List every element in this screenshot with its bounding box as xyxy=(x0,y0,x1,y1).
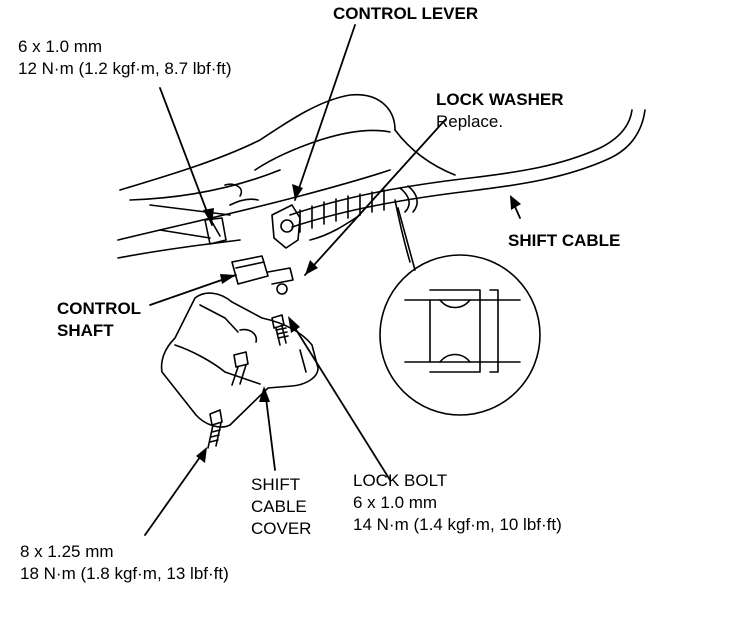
control-shaft xyxy=(231,255,294,295)
control-shaft-label: CONTROL SHAFT xyxy=(57,298,141,342)
shift-cable-label: SHIFT CABLE xyxy=(508,231,621,250)
detail-inset xyxy=(379,199,541,416)
transmission-housing xyxy=(117,93,456,259)
top-bolt-spec: 6 x 1.0 mm 12 N·m (1.2 kgf·m, 8.7 lbf·ft… xyxy=(18,36,232,80)
shift-cable-cover-line3: COVER xyxy=(251,519,312,538)
cover-bolt-spec: 8 x 1.25 mm 18 N·m (1.8 kgf·m, 13 lbf·ft… xyxy=(20,541,229,585)
control-lever-label: CONTROL LEVER xyxy=(333,4,479,23)
shift-cable-cover-line1: SHIFT xyxy=(251,475,301,494)
lock-bolt-spec: LOCK BOLT 6 x 1.0 mm 14 N·m (1.4 kgf·m, … xyxy=(353,470,562,536)
lock-bolt-title: LOCK BOLT xyxy=(353,471,448,490)
control-shaft-line2: SHAFT xyxy=(57,321,114,340)
lock-bolt-size: 6 x 1.0 mm xyxy=(353,493,438,512)
control-lever xyxy=(204,183,301,249)
arrowheads xyxy=(196,184,521,463)
lock-washer-label: LOCK WASHER Replace. xyxy=(436,89,564,133)
control-shaft-line1: CONTROL xyxy=(57,299,142,318)
lock-washer-title: LOCK WASHER xyxy=(436,90,564,109)
shift-cable-cover-line2: CABLE xyxy=(251,497,307,516)
cover-bolt-torque: 18 N·m (1.8 kgf·m, 13 lbf·ft) xyxy=(20,564,229,583)
shift-cable-cover xyxy=(160,292,319,449)
lock-bolt-torque: 14 N·m (1.4 kgf·m, 10 lbf·ft) xyxy=(353,515,562,534)
lock-bolt xyxy=(271,314,289,346)
lock-washer-note: Replace. xyxy=(436,112,504,131)
top-bolt-torque: 12 N·m (1.2 kgf·m, 8.7 lbf·ft) xyxy=(18,59,232,78)
cover-bolt-size: 8 x 1.25 mm xyxy=(20,542,114,561)
shift-cable-cover-label: SHIFT CABLE COVER xyxy=(251,474,311,540)
top-bolt-size: 6 x 1.0 mm xyxy=(18,37,103,56)
leader-lines xyxy=(144,24,521,536)
